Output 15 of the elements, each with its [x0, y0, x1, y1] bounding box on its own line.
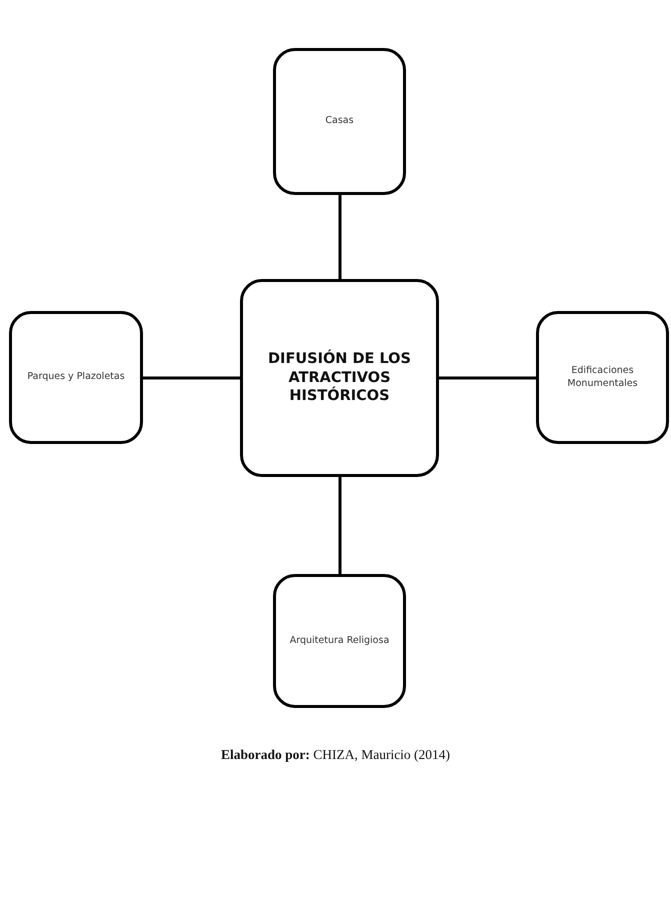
node-label: Parques y Plazoletas: [26, 371, 126, 384]
connector-line: [439, 376, 536, 380]
rounded-box: [536, 311, 669, 444]
node-label: Arquitetura Religiosa: [288, 634, 390, 648]
rounded-box: [273, 48, 406, 195]
rounded-box: [273, 574, 406, 708]
connector-line: [143, 376, 240, 380]
rounded-box: [9, 311, 143, 444]
node-label: Edificaciones Monumentales: [566, 364, 639, 390]
node-title: DIFUSIÓN DE LOS ATRACTIVOS HISTÓRICOS: [267, 350, 412, 406]
rounded-box: [240, 279, 439, 477]
connector-line: [338, 195, 342, 279]
node-label: Casas: [324, 115, 355, 128]
connector-line: [338, 477, 342, 574]
caption: Elaborado por: CHIZA, Mauricio (2014): [220, 747, 450, 762]
